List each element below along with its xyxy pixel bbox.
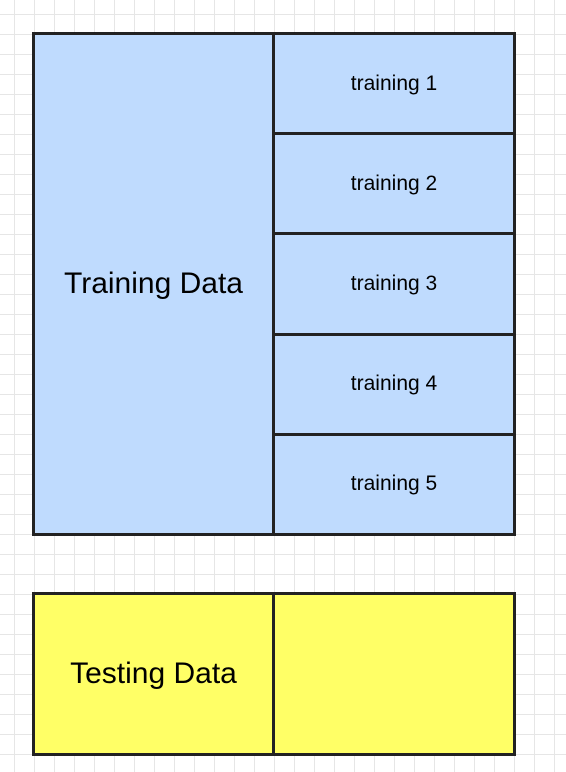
testing-data-block: Testing Data — [32, 592, 516, 756]
training-fold-label: training 4 — [350, 372, 438, 396]
training-data-label-cell: Training Data — [35, 35, 275, 533]
testing-empty-cell — [275, 595, 513, 753]
training-fold-2: training 2 — [275, 132, 513, 232]
testing-data-label: Testing Data — [70, 657, 237, 690]
training-data-block: Training Data training 1 training 2 trai… — [32, 32, 516, 536]
training-fold-label: training 5 — [350, 472, 438, 496]
training-fold-label: training 1 — [350, 71, 438, 95]
training-fold-3: training 3 — [275, 232, 513, 332]
training-data-label: Training Data — [64, 267, 243, 300]
training-folds: training 1 training 2 training 3 trainin… — [275, 35, 513, 533]
training-fold-4: training 4 — [275, 332, 513, 433]
training-fold-label: training 3 — [350, 272, 438, 295]
training-fold-1: training 1 — [275, 35, 513, 132]
testing-data-label-cell: Testing Data — [35, 595, 275, 753]
training-fold-5: training 5 — [275, 432, 513, 533]
training-fold-label: training 2 — [350, 171, 438, 195]
